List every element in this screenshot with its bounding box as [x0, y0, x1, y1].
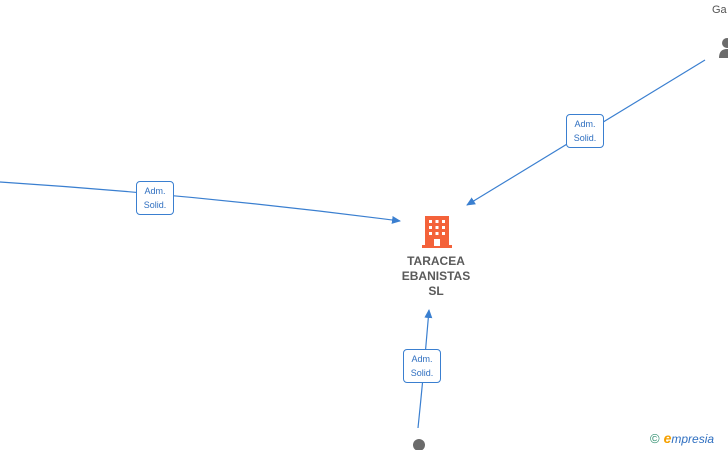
company-name-line-3: SL — [428, 284, 444, 298]
edge-label-bottom[interactable]: Adm. Solid. — [403, 349, 441, 383]
edge-label-bottom-type: Solid. — [410, 368, 434, 378]
edge-label-topright[interactable]: Adm. Solid. — [566, 114, 604, 148]
person-icon[interactable] — [718, 38, 728, 58]
edge-label-left[interactable]: Adm. Solid. — [136, 181, 174, 215]
company-name[interactable]: TARACEA EBANISTAS SL — [386, 254, 486, 299]
edge-label-bottom-role: Adm. — [411, 354, 433, 364]
person-name-topright[interactable]: Ga — [712, 4, 727, 16]
copyright-icon: © — [650, 431, 660, 446]
edge-label-left-role: Adm. — [144, 186, 166, 196]
edge-label-topright-role: Adm. — [574, 119, 596, 129]
edge-label-topright-type: Solid. — [573, 133, 597, 143]
company-name-line-2: EBANISTAS — [401, 269, 471, 283]
brand-name: mpresia — [671, 432, 715, 446]
edge-label-left-type: Solid. — [143, 200, 167, 210]
person-icon[interactable] — [412, 438, 426, 450]
building-icon[interactable] — [421, 214, 453, 248]
brand-e: e — [663, 430, 672, 446]
link-left-to-company — [0, 181, 401, 224]
empresia-logo: ©empresia — [650, 430, 714, 448]
company-name-line-1: TARACEA — [407, 254, 465, 268]
